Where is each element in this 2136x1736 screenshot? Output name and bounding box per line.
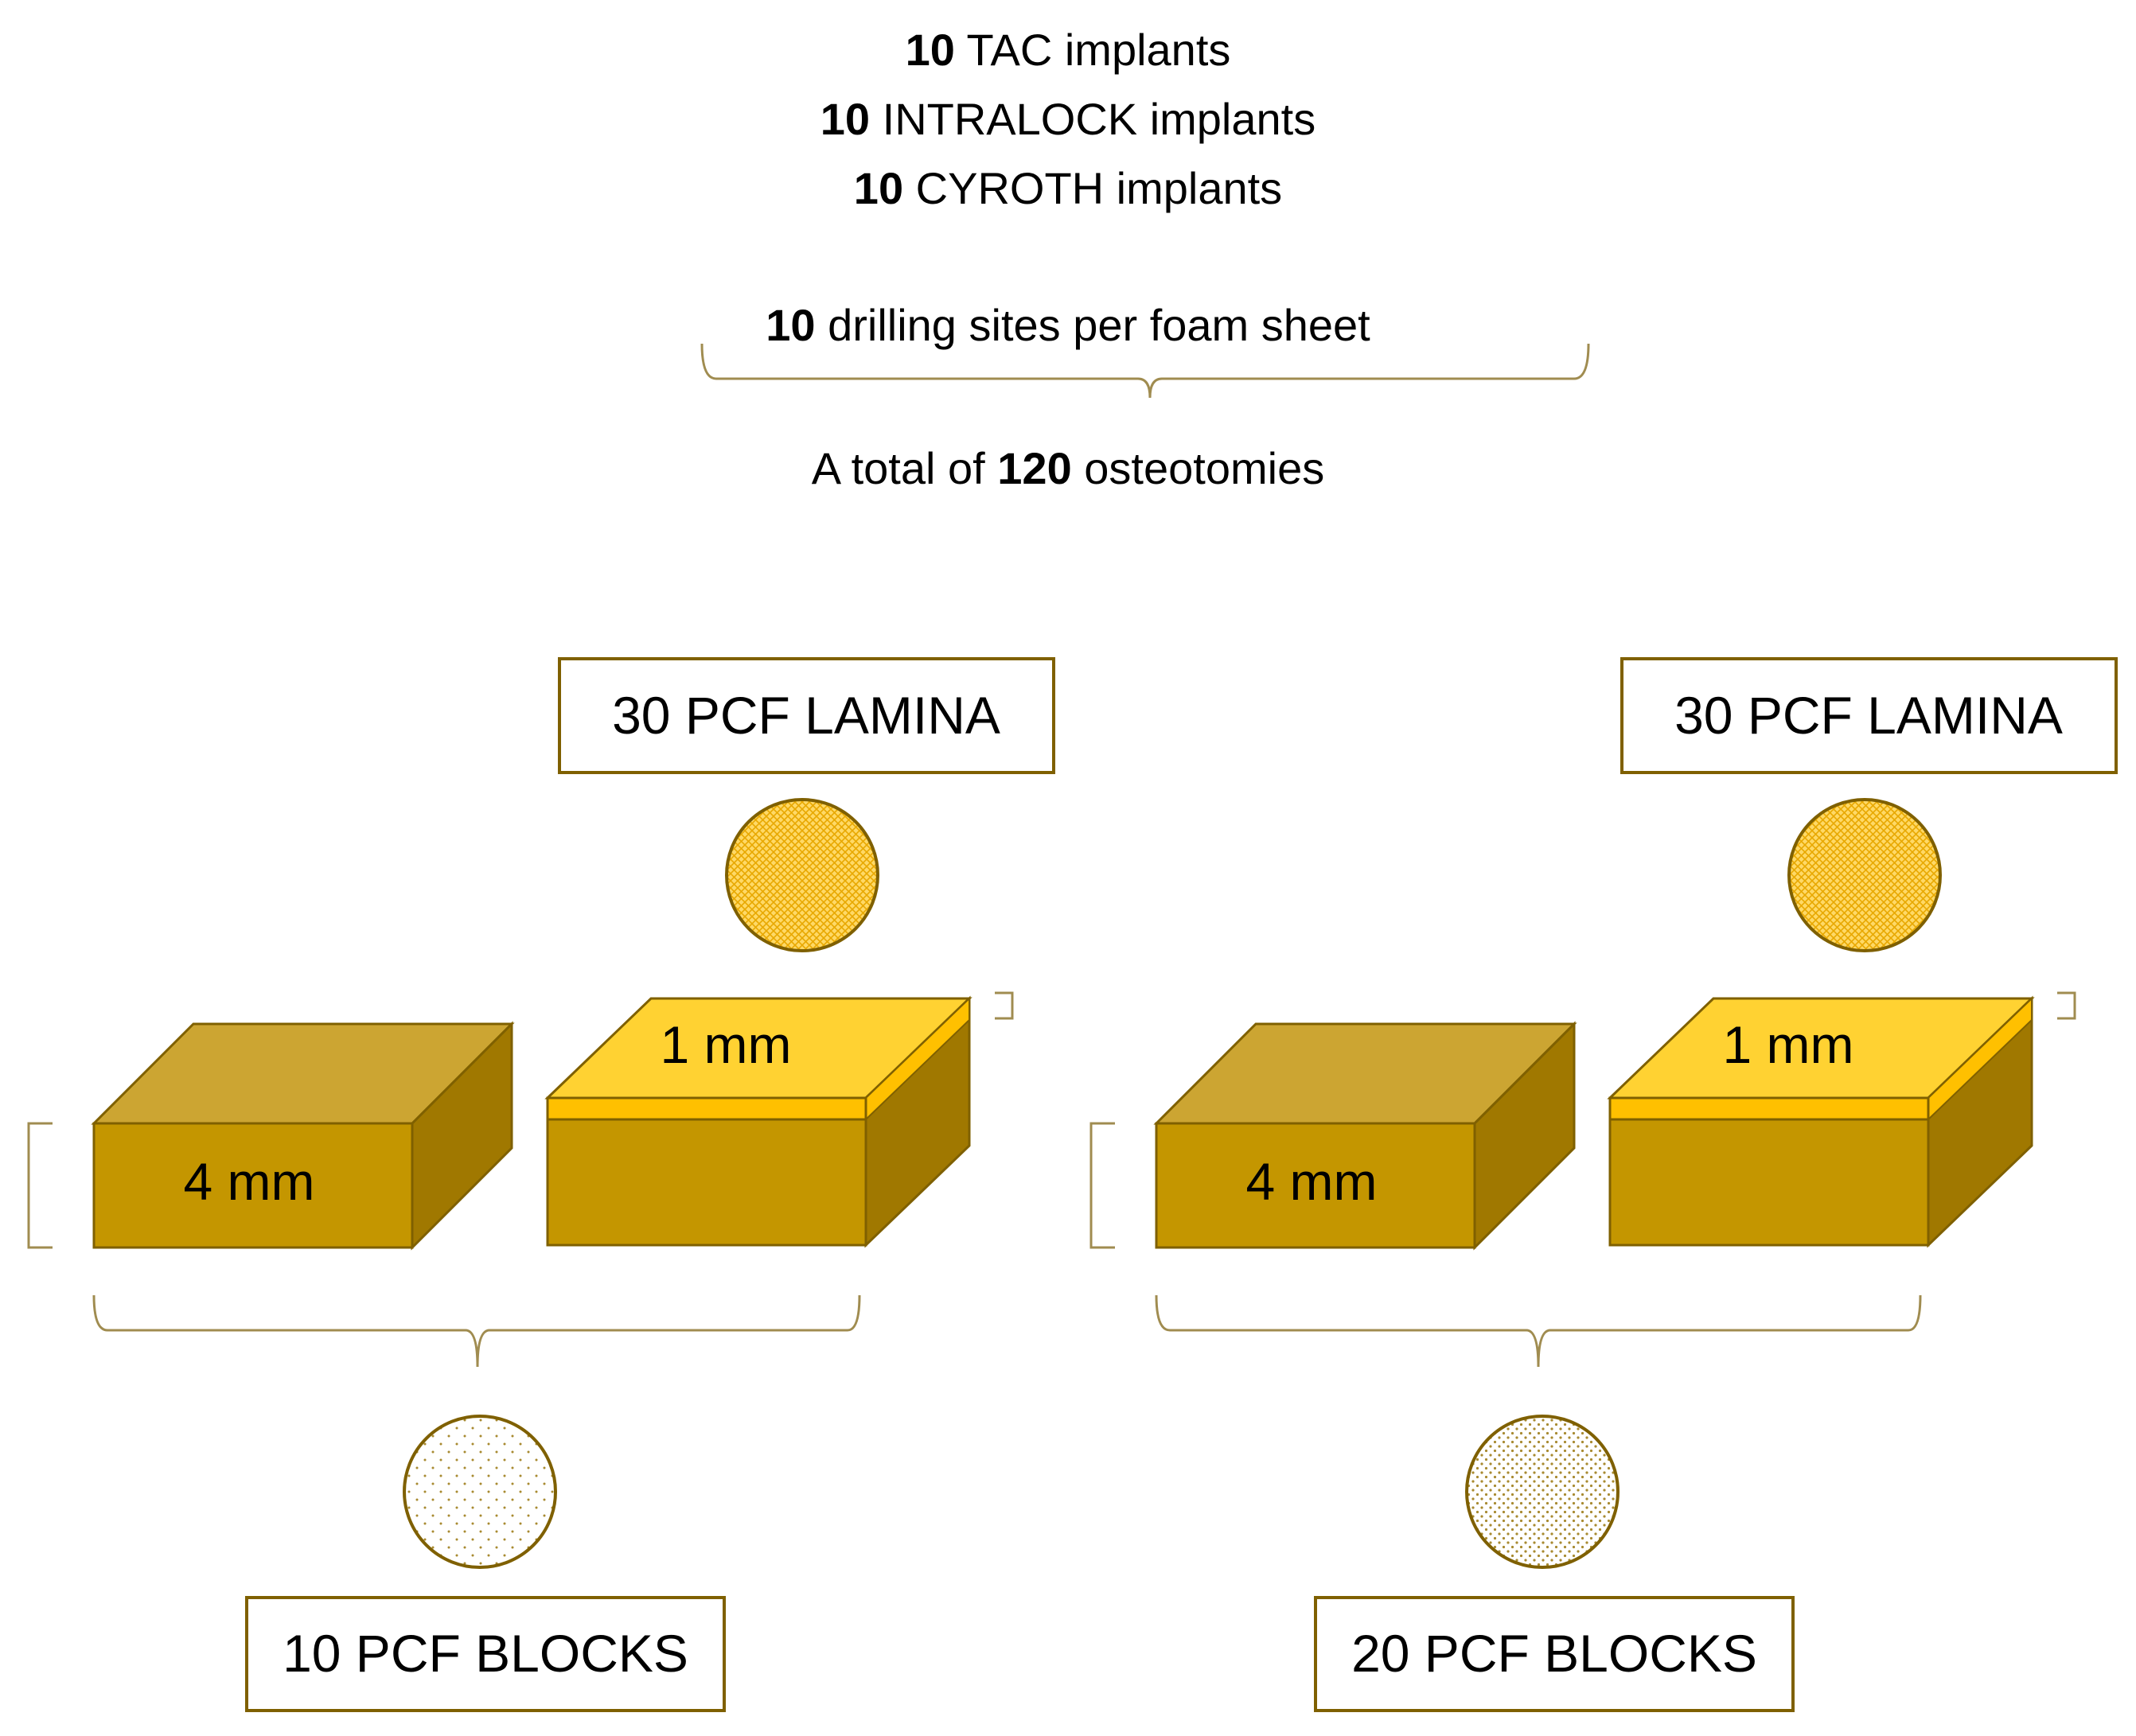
blocks-brace: [92, 1294, 861, 1368]
implant-name: TAC implants: [955, 25, 1230, 75]
block-density-swatch: [1465, 1415, 1620, 1569]
block-label-box: [245, 1596, 726, 1712]
drilling-brace: [700, 343, 1590, 399]
laminated-block-front-face: [1608, 1118, 1930, 1247]
lamina-thickness-label: 1 mm: [1723, 1015, 1854, 1074]
lamina-front-strip: [1608, 1096, 1930, 1121]
lamina-thickness-bracket: [2057, 991, 2076, 1020]
implant-line-intralock: 10 INTRALOCK implants: [820, 94, 1316, 144]
block-label-box: [1314, 1596, 1795, 1712]
block-thickness-bracket: [27, 1122, 53, 1249]
lamina-label-box: [558, 657, 1055, 774]
lamina-density-swatch: [1787, 798, 1942, 952]
drilling-text: drilling sites per foam sheet: [816, 300, 1371, 350]
block-label: 20 PCF BLOCKS: [1351, 1624, 1757, 1683]
implant-line-cyroth: 10 CYROTH implants: [854, 163, 1282, 213]
drilling-sites-text: 10 drilling sites per foam sheet: [766, 300, 1370, 350]
lamina-front-strip: [546, 1096, 867, 1121]
block-thickness-label: 4 mm: [1246, 1152, 1378, 1211]
implant-count: 10: [906, 25, 955, 75]
block-front-face: [1155, 1122, 1476, 1249]
blocks-brace: [1155, 1294, 1922, 1368]
lamina-label-box: [1620, 657, 2118, 774]
total-count: 120: [997, 443, 1071, 493]
implant-name: INTRALOCK implants: [870, 94, 1316, 144]
block-label: 10 PCF BLOCKS: [283, 1624, 688, 1683]
lamina-density-swatch: [725, 798, 879, 952]
lamina-thickness-bracket: [995, 991, 1014, 1020]
lamina-label: 30 PCF LAMINA: [1674, 686, 2063, 745]
group-10-pcf: 30 PCF LAMINA 4 mm 1 mm 10 PCF BLOCKS: [27, 657, 1055, 1712]
block-front-face: [92, 1122, 414, 1249]
group-20-pcf: 30 PCF LAMINA 4 mm 1 mm 20 PCF BLOCKS: [1089, 657, 2118, 1712]
implant-count: 10: [820, 94, 870, 144]
block-density-swatch: [403, 1415, 557, 1569]
lamina-thickness-label: 1 mm: [661, 1015, 792, 1074]
total-osteotomies-text: A total of 120 osteotomies: [812, 443, 1324, 493]
implant-line-tac: 10 TAC implants: [906, 25, 1231, 75]
block-thickness-bracket: [1089, 1122, 1115, 1249]
implant-count: 10: [854, 163, 903, 213]
total-prefix: A total of: [812, 443, 998, 493]
drilling-count: 10: [766, 300, 815, 350]
laminated-block-front-face: [546, 1118, 867, 1247]
block-thickness-label: 4 mm: [184, 1152, 315, 1211]
implant-name: CYROTH implants: [903, 163, 1282, 213]
lamina-label: 30 PCF LAMINA: [612, 686, 1000, 745]
total-suffix: osteotomies: [1072, 443, 1325, 493]
